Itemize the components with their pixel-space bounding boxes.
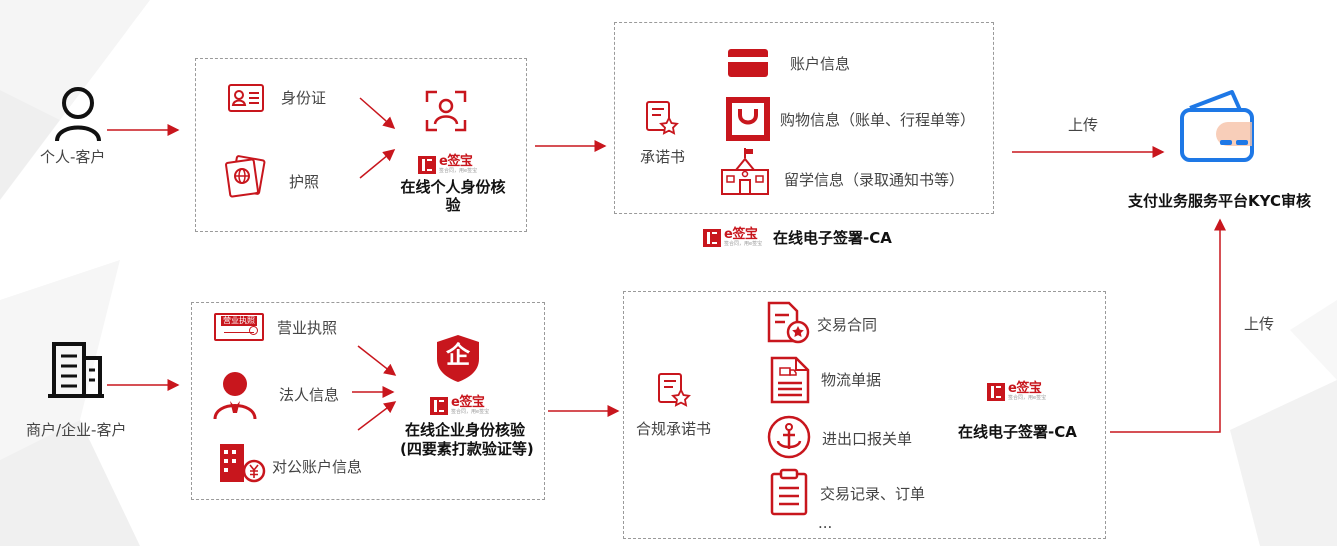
personal-evidence-box (614, 22, 994, 214)
school-icon (721, 148, 769, 195)
logistics-doc-icon (770, 356, 810, 404)
business-license-label: 营业执照 (277, 319, 338, 337)
records-label: 交易记录、订单 (820, 485, 926, 503)
customs-label: 进出口报关单 (822, 430, 913, 448)
personal-verify-label: 在线个人身份核验 (400, 178, 506, 214)
study-info-label: 留学信息（录取通知书等） (784, 171, 965, 189)
corporate-account-icon (220, 444, 266, 483)
id-card-icon (228, 84, 264, 112)
enterprise-verify-label-line2: (四要素打款验证等) (400, 440, 534, 458)
passport-icon (225, 155, 266, 198)
id-card-label: 身份证 (281, 89, 327, 107)
enterprise-verify-label-line1: 在线企业身份核验 (405, 421, 526, 439)
business-license-icon: 营业执照 (214, 313, 264, 341)
personal-customer-label: 个人-客户 (40, 148, 106, 166)
more-label: ... (818, 514, 833, 532)
esign-logo: e签宝 签合同，用e签宝 (418, 155, 477, 174)
payment-wallet-icon (1180, 90, 1254, 162)
esign-logo: e签宝 签合同，用e签宝 (703, 228, 762, 247)
esign-logo-icon (430, 396, 448, 415)
face-scan-icon (425, 90, 467, 132)
esign-logo-icon (418, 155, 436, 174)
top-upload-label: 上传 (1068, 116, 1099, 134)
building-icon (48, 342, 104, 398)
esign-logo: e签宝 签合同，用e签宝 (430, 396, 489, 415)
legal-person-label: 法人信息 (279, 386, 340, 404)
logistics-label: 物流单据 (821, 371, 882, 389)
commitment-icon (646, 101, 679, 135)
shopping-bag-icon (726, 97, 770, 141)
personal-docs-box (195, 58, 527, 232)
enterprise-shield-text: 企 (446, 341, 470, 369)
business-license-icon-text: 营业执照 (221, 316, 257, 326)
contract-label: 交易合同 (817, 316, 878, 334)
contract-icon (767, 301, 810, 344)
esign-logo: e签宝 签合同，用e签宝 (987, 382, 1046, 401)
legal-person-icon (213, 372, 257, 420)
anchor-icon (767, 415, 811, 459)
compliance-commitment-label: 合规承诺书 (636, 420, 712, 438)
compliance-commitment-icon (658, 373, 691, 407)
enterprise-evidence-box (623, 291, 1106, 539)
enterprise-ca-label: 在线电子签署-CA (958, 423, 1077, 441)
records-clipboard-icon (770, 468, 808, 516)
kyc-target-label: 支付业务服务平台KYC审核 (1128, 192, 1311, 210)
bottom-upload-label: 上传 (1244, 315, 1275, 333)
shopping-info-label: 购物信息（账单、行程单等） (780, 111, 976, 129)
enterprise-customer-label: 商户/企业-客户 (26, 421, 127, 439)
esign-logo-icon (703, 228, 721, 247)
account-info-label: 账户信息 (790, 55, 851, 73)
passport-label: 护照 (289, 173, 320, 191)
commitment-label: 承诺书 (640, 148, 686, 166)
esign-logo-icon (987, 382, 1005, 401)
bank-card-icon (728, 49, 768, 77)
personal-ca-label: 在线电子签署-CA (773, 229, 892, 247)
corporate-account-label: 对公账户信息 (272, 458, 363, 476)
person-icon (55, 87, 101, 142)
enterprise-shield-icon (437, 335, 479, 382)
